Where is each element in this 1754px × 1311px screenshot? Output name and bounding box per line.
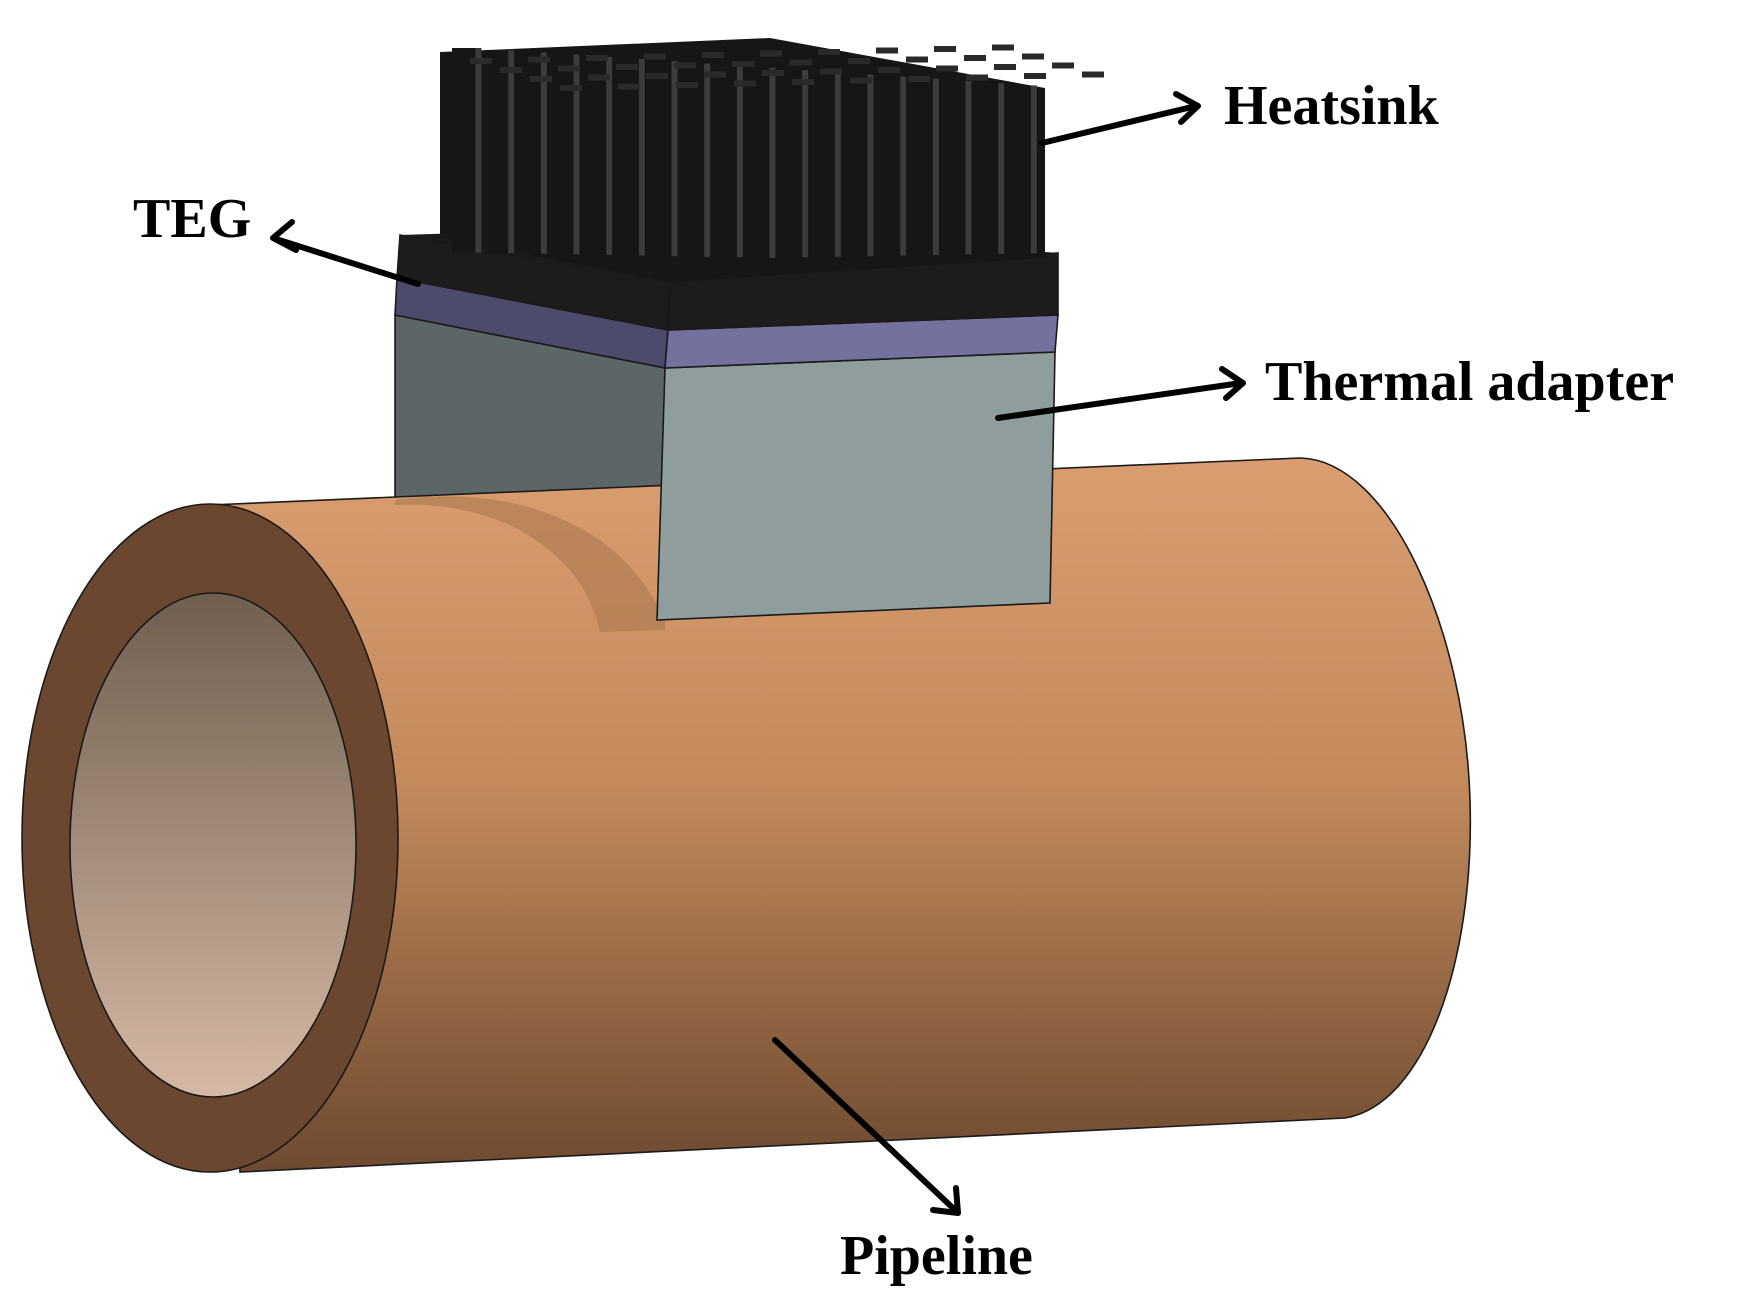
heatsink-pin-top <box>530 76 552 82</box>
thermal-adapter-leader-line <box>995 380 1244 421</box>
heatsink-fin-highlight <box>900 76 907 256</box>
leader-arrows <box>270 91 1246 1216</box>
heatsink-label: Heatsink <box>1224 75 1440 137</box>
heatsink-fin <box>452 48 476 253</box>
teg-label: TEG <box>133 188 251 250</box>
heatsink-pin-top <box>646 73 668 79</box>
heatsink-pin-top <box>470 58 492 64</box>
pipeline-label: Pipeline <box>840 1225 1033 1287</box>
heatsink-pin-top <box>702 52 724 58</box>
pipeline-leader-line <box>772 1037 958 1213</box>
heatsink-pin-top <box>618 83 640 90</box>
heatsink-pin-top <box>966 74 988 81</box>
heatsink-fin <box>811 72 835 257</box>
heatsink-pin-top <box>994 64 1016 70</box>
heatsink-fin <box>1007 85 1031 254</box>
heatsink-fin-highlight <box>475 48 482 253</box>
heatsink-pin-top <box>790 59 812 66</box>
heatsink-pin-top <box>644 53 666 60</box>
heatsink-pin-top <box>1082 71 1104 78</box>
heatsink-arrowhead <box>1173 91 1201 125</box>
heatsink-pin-top <box>760 50 782 57</box>
heatsink-fin-highlight <box>573 54 580 255</box>
heatsink-pin-top <box>876 47 898 54</box>
heatsink-fin <box>876 76 901 256</box>
heatsink-pin-top <box>934 46 956 52</box>
heatsink-fin <box>517 52 541 254</box>
heatsink-fin <box>909 78 933 255</box>
heatsink-pin-top <box>558 65 580 72</box>
heatsink-pin-top <box>734 80 756 87</box>
heatsink-pin-top <box>762 70 784 76</box>
heatsink-fin-highlight <box>671 61 678 257</box>
heatsink-fin-highlight <box>638 59 645 256</box>
heatsink-fin <box>615 59 639 256</box>
heatsink-fin-highlight <box>704 63 711 257</box>
heatsink-fin <box>778 70 803 258</box>
heatsink-fin-highlight <box>606 56 613 255</box>
heatsink-pin-top <box>676 82 698 88</box>
heatsink-fin <box>680 63 705 257</box>
heatsink-pin-fins <box>452 44 1104 258</box>
heatsink-pin-top <box>528 56 550 63</box>
pipeline <box>21 457 1472 1173</box>
pipeline-arrowhead <box>930 1185 961 1216</box>
heatsink-pin-top <box>586 55 608 61</box>
heatsink-fin <box>713 65 737 258</box>
heatsink-pin-top <box>588 74 610 81</box>
heatsink-fin <box>648 61 672 257</box>
teg-arrowhead <box>270 219 299 253</box>
heatsink-fin-highlight <box>932 78 939 255</box>
heatsink-fin-highlight <box>998 83 1005 254</box>
teg-leader-line <box>273 236 421 287</box>
heatsink-pin-top <box>732 61 754 67</box>
heatsink-fin <box>746 67 770 258</box>
heatsink-fin <box>844 74 868 257</box>
heatsink-pin-top <box>500 67 522 73</box>
heatsink-pin-top <box>704 71 726 78</box>
adapter-saddle-shadow <box>395 496 665 632</box>
pipeline-body <box>209 457 1472 1173</box>
heatsink-pin-top <box>674 62 696 69</box>
heatsink-fin-highlight <box>769 67 776 258</box>
heatsink-fin-highlight <box>834 72 841 257</box>
heatsink-pin-top <box>820 68 842 75</box>
heatsink-pin-top <box>818 49 840 55</box>
heatsink-pin-top <box>616 64 638 70</box>
heatsink-fin-highlight <box>508 50 515 254</box>
heatsink-pin-top <box>964 55 986 61</box>
thermal-adapter-arrowhead <box>1219 366 1246 401</box>
heatsink-leader-line <box>1039 103 1199 146</box>
heatsink-fin <box>550 54 574 255</box>
heatsink-pin-top <box>1024 73 1046 79</box>
heatsink-fin-highlight <box>965 81 972 255</box>
pipeline-bore <box>69 592 357 1098</box>
heatsink-fin-highlight <box>1030 85 1037 254</box>
heatsink-fin <box>974 83 999 254</box>
heatsink-pin-top <box>936 65 958 72</box>
thermal-adapter-label: Thermal adapter <box>1265 351 1674 413</box>
heatsink-fin-highlight <box>540 52 547 254</box>
heatsink-pin-top <box>850 77 872 84</box>
heatsink-fin-highlight <box>867 74 874 257</box>
heatsink-fin <box>582 56 607 255</box>
heatsink-pin-top <box>1052 62 1074 69</box>
heatsink <box>396 38 1104 331</box>
heatsink-pin-top <box>878 67 900 73</box>
heatsink-fin <box>942 81 966 255</box>
heatsink-pin-top <box>906 56 928 63</box>
thermal-adapter-front-face <box>656 351 1056 621</box>
heatsink-fin-highlight <box>802 70 809 258</box>
heatsink-pin-top <box>992 44 1014 51</box>
heatsink-pin-top <box>908 76 930 82</box>
heatsink-pin-top <box>1022 53 1044 60</box>
heatsink-pin-top <box>560 85 582 91</box>
heatsink-fin-highlight <box>736 65 743 258</box>
heatsink-pin-top <box>848 58 870 64</box>
heatsink-fin <box>484 50 509 254</box>
heatsink-pin-top <box>792 79 814 85</box>
